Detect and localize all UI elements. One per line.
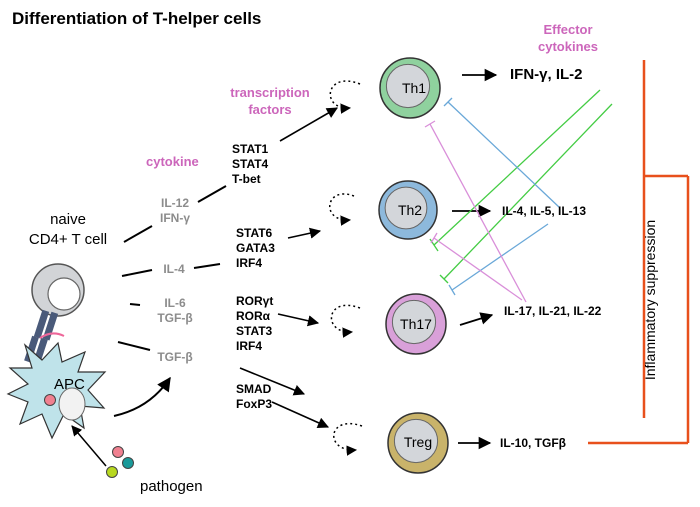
pathogen-arrow — [71, 425, 107, 467]
suppression-bracket — [588, 60, 690, 445]
cell-nucleus-th17 — [391, 299, 437, 345]
cytokine-header: cytokine — [146, 154, 199, 169]
cell-nucleus-th1 — [385, 63, 431, 109]
apc-cell — [6, 341, 107, 440]
tf-treg: SMAD FoxP3 — [236, 382, 272, 412]
cell-label-th1: Th1 — [401, 80, 427, 96]
input-cytokine-th2: IL-4 — [152, 262, 196, 277]
naive-cell-label: naive CD4+ T cell — [18, 210, 118, 250]
tf-header-line: factors — [248, 102, 292, 117]
tf-line: GATA3 — [236, 241, 275, 255]
input-cytokine-th1: IL-12 IFN-γ — [150, 196, 200, 226]
input-cytokine-treg: TGF-β — [150, 350, 200, 365]
tf-line: IRF4 — [236, 339, 263, 353]
effector-th17: IL-17, IL-21, IL-22 — [504, 304, 602, 318]
cell-label-th2: Th2 — [397, 202, 423, 218]
cytokine-line: TGF-β — [157, 311, 193, 325]
tf-line: FoxP3 — [236, 397, 273, 411]
tf-line: STAT1 — [232, 142, 269, 156]
cell-label-th17: Th17 — [400, 316, 432, 332]
cell-label-treg: Treg — [403, 434, 433, 450]
apc-label: APC — [54, 376, 85, 393]
apc-to-cytokine-arrow — [113, 376, 171, 417]
cross-inhibition — [424, 89, 613, 303]
cytokine-connectors — [117, 185, 227, 351]
cell-th17 — [385, 293, 447, 355]
input-cytokine-th17: IL-6 TGF-β — [150, 296, 200, 326]
tf-th1: STAT1 STAT4 T-bet — [232, 142, 268, 187]
naive-t-cell — [31, 263, 85, 317]
tf-arrows — [239, 107, 338, 429]
effector-th2: IL-4, IL-5, IL-13 — [502, 204, 587, 218]
self-renewal-loops — [329, 80, 363, 456]
tf-line: SMAD — [236, 382, 272, 396]
tf-line: STAT3 — [236, 324, 273, 338]
cell-th1 — [379, 57, 441, 119]
effector-cytokines-header: Effector cytokines — [520, 21, 616, 55]
tf-th17: RORγt RORα STAT3 IRF4 — [236, 294, 273, 354]
effector-treg: IL-10, TGFβ — [500, 436, 566, 450]
cytokine-line: IFN-γ — [160, 211, 190, 225]
t-helper-cells — [378, 57, 449, 474]
cell-treg — [387, 412, 449, 474]
tf-line: STAT6 — [236, 226, 273, 240]
effector-header-line: cytokines — [538, 39, 598, 54]
cytokine-line: IL-6 — [164, 296, 186, 310]
pathogen-label: pathogen — [140, 478, 203, 495]
suppression-label: Inflammatory suppression — [642, 219, 658, 381]
effector-header-line: Effector — [543, 22, 593, 37]
tf-line: STAT4 — [232, 157, 269, 171]
naive-label-line: naive — [50, 211, 86, 228]
cell-nucleus-th2 — [384, 186, 428, 230]
tf-line: RORγt — [236, 294, 274, 308]
tf-line: RORα — [236, 309, 271, 323]
naive-label-line: CD4+ T cell — [28, 231, 108, 248]
tf-line: T-bet — [232, 172, 261, 186]
effector-arrows — [452, 68, 498, 450]
page-title: Differentiation of T-helper cells — [12, 9, 262, 28]
effector-th1: IFN-γ, IL-2 — [510, 66, 583, 83]
cytokine-line: TGF-β — [157, 350, 193, 364]
cell-th2 — [378, 180, 438, 240]
transcription-factors-header: transcription factors — [212, 84, 328, 118]
cytokine-line: IL-12 — [160, 196, 189, 210]
tf-header-line: transcription — [230, 85, 310, 100]
cytokine-line: IL-4 — [163, 262, 185, 276]
cell-nucleus-treg — [393, 418, 439, 464]
pathogen — [106, 446, 134, 478]
tf-th2: STAT6 GATA3 IRF4 — [236, 226, 275, 271]
tf-line: IRF4 — [236, 256, 263, 270]
